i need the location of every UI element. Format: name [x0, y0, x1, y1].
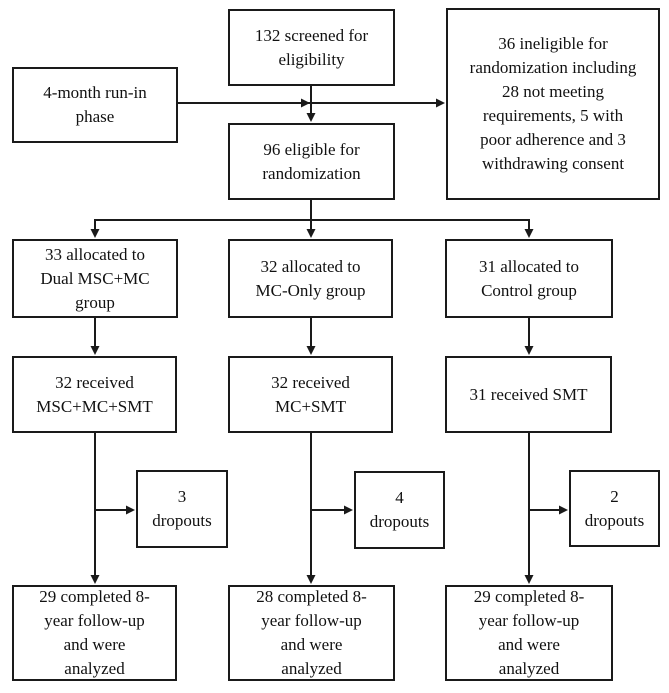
- box-eligible: 96 eligible for randomization: [228, 123, 395, 200]
- arrowhead-into-drop-mc: [344, 505, 353, 515]
- arrowhead-into-comp-mc: [306, 575, 316, 584]
- box-screened-label: 132 screened for eligibility: [254, 25, 369, 69]
- arrowhead-into-ineligible: [436, 98, 445, 108]
- box-ineligible-label: 36 ineligible for randomization includin…: [469, 34, 637, 173]
- box-allocated-control: 31 allocated to Control group: [445, 239, 613, 318]
- box-eligible-label: 96 eligible for randomization: [262, 139, 361, 183]
- arrowhead-into-comp-control: [524, 575, 534, 584]
- box-run-in-phase: 4-month run-in phase: [12, 67, 178, 143]
- arrowhead-into-drop-control: [559, 505, 568, 515]
- box-completed-dual: 29 completed 8- year follow-up and were …: [12, 585, 177, 681]
- box-dropouts-control-label: 2 dropouts: [584, 486, 645, 530]
- arrowhead-into-drop-dual: [126, 505, 135, 515]
- arrowhead-into-eligible: [306, 113, 316, 122]
- box-received-smt: 31 received SMT: [445, 356, 612, 433]
- arrowhead-into-recv-mc: [306, 346, 316, 355]
- box-completed-control: 29 completed 8- year follow-up and were …: [445, 585, 613, 681]
- box-received-msc-mc-smt: 32 received MSC+MC+SMT: [12, 356, 177, 433]
- arrowhead-into-junction: [301, 98, 310, 108]
- arrowhead-into-comp-dual: [90, 575, 100, 584]
- box-ineligible: 36 ineligible for randomization includin…: [446, 8, 660, 200]
- box-completed-mc: 28 completed 8- year follow-up and were …: [228, 585, 395, 681]
- arrowhead-into-alloc-control: [524, 229, 534, 238]
- arrowhead-into-alloc-dual: [90, 229, 100, 238]
- arrowhead-into-recv-control: [524, 346, 534, 355]
- arrowhead-into-recv-dual: [90, 346, 100, 355]
- box-allocated-mc-only: 32 allocated to MC-Only group: [228, 239, 393, 318]
- box-dropouts-control: 2 dropouts: [569, 470, 660, 547]
- box-completed-mc-label: 28 completed 8- year follow-up and were …: [256, 587, 367, 678]
- box-received-msc-mc-smt-label: 32 received MSC+MC+SMT: [36, 372, 153, 416]
- box-screened: 132 screened for eligibility: [228, 9, 395, 86]
- box-received-mc-smt: 32 received MC+SMT: [228, 356, 393, 433]
- box-dropouts-mc-label: 4 dropouts: [369, 488, 430, 531]
- box-completed-dual-label: 29 completed 8- year follow-up and were …: [39, 587, 150, 678]
- arrowhead-into-alloc-mc: [306, 229, 316, 238]
- box-received-mc-smt-label: 32 received MC+SMT: [271, 372, 350, 416]
- box-received-smt-label: 31 received SMT: [469, 384, 588, 404]
- box-completed-control-label: 29 completed 8- year follow-up and were …: [473, 587, 585, 678]
- box-allocated-control-label: 31 allocated to Control group: [478, 256, 580, 300]
- box-dropouts-mc: 4 dropouts: [354, 471, 445, 549]
- box-run-in-phase-label: 4-month run-in phase: [43, 83, 147, 126]
- box-allocated-dual-msc-mc: 33 allocated to Dual MSC+MC group: [12, 239, 178, 318]
- box-dropouts-dual: 3 dropouts: [136, 470, 228, 548]
- box-allocated-mc-only-label: 32 allocated to MC-Only group: [255, 256, 366, 300]
- box-allocated-dual-msc-mc-label: 33 allocated to Dual MSC+MC group: [40, 244, 150, 312]
- box-dropouts-dual-label: 3 dropouts: [152, 487, 212, 530]
